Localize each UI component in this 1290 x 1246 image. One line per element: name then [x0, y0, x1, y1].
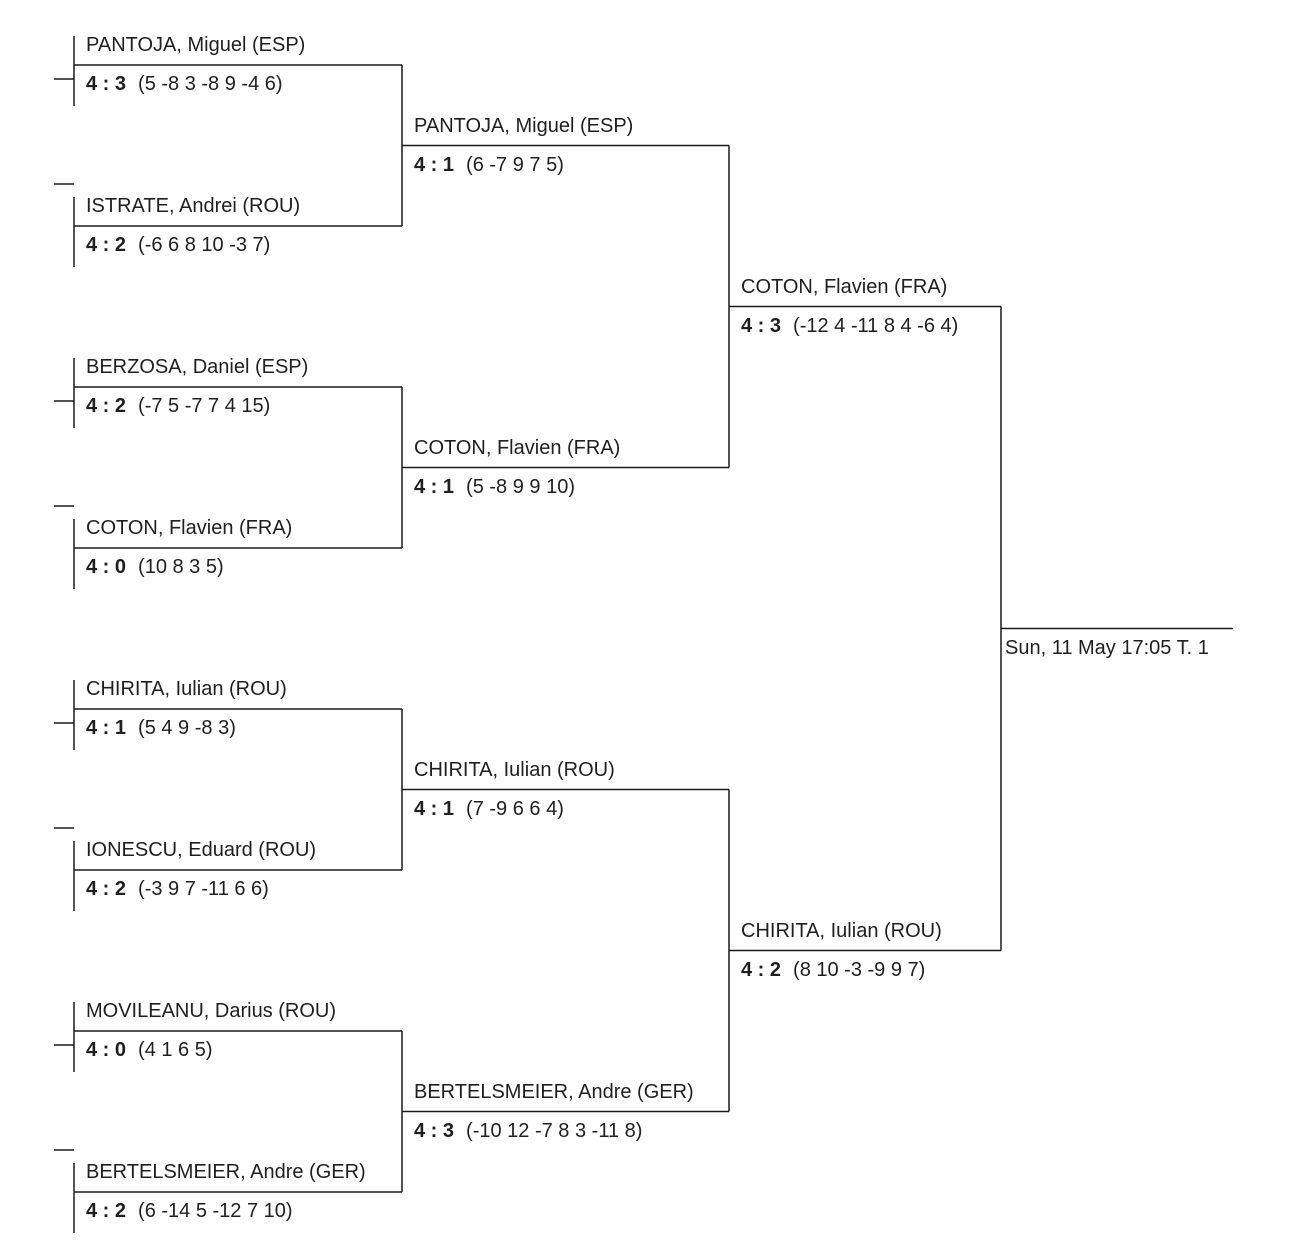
- match-score: 4 : 2: [86, 1200, 127, 1222]
- player-name: COTON, Flavien (FRA): [86, 517, 293, 539]
- set-scores: (6 -7 9 7 5): [466, 153, 564, 176]
- player-name: ISTRATE, Andrei (ROU): [86, 195, 301, 217]
- match-result: 4 : 3 (5 -8 3 -8 9 -4 6): [86, 72, 283, 96]
- set-scores: (10 8 3 5): [138, 556, 224, 578]
- match-result: 4 : 1 (7 -9 6 6 4): [414, 797, 564, 821]
- player-name: PANTOJA, Miguel (ESP): [414, 114, 634, 137]
- set-scores: (-12 4 -11 8 4 -6 4): [793, 314, 959, 337]
- match-result: 4 : 0 (10 8 3 5): [86, 555, 224, 579]
- set-scores: (8 10 -3 -9 9 7): [793, 958, 926, 981]
- match-result: 4 : 2 (-3 9 7 -11 6 6): [86, 877, 269, 901]
- match-score: 4 : 2: [741, 958, 782, 981]
- match-result: 4 : 1 (5 4 9 -8 3): [86, 716, 236, 740]
- player-name: BERZOSA, Daniel (ESP): [86, 356, 309, 378]
- set-scores: (5 -8 9 9 10): [466, 475, 575, 498]
- final-match-info: Sun, 11 May 17:05 T. 1: [1005, 637, 1209, 659]
- match-result: 4 : 3 (-12 4 -11 8 4 -6 4): [741, 314, 958, 338]
- match-score: 4 : 2: [86, 878, 127, 900]
- player-name: COTON, Flavien (FRA): [741, 275, 948, 298]
- match-result: 4 : 0 (4 1 6 5): [86, 1038, 213, 1062]
- match-score: 4 : 3: [86, 73, 127, 95]
- match-score: 4 : 1: [414, 153, 455, 176]
- set-scores: (-6 6 8 10 -3 7): [138, 234, 271, 256]
- player-name: IONESCU, Eduard (ROU): [86, 839, 317, 861]
- match-result: 4 : 1 (5 -8 9 9 10): [414, 475, 575, 499]
- match-score: 4 : 2: [86, 395, 127, 417]
- match-score: 4 : 1: [414, 475, 455, 498]
- set-scores: (6 -14 5 -12 7 10): [138, 1200, 293, 1222]
- set-scores: (5 4 9 -8 3): [138, 717, 236, 739]
- set-scores: (7 -9 6 6 4): [466, 797, 564, 820]
- set-scores: (-7 5 -7 7 4 15): [138, 395, 271, 417]
- match-score: 4 : 3: [741, 314, 782, 337]
- player-name: COTON, Flavien (FRA): [414, 436, 621, 459]
- player-name: CHIRITA, Iulian (ROU): [86, 678, 287, 700]
- set-scores: (-3 9 7 -11 6 6): [138, 878, 269, 900]
- player-name: MOVILEANU, Darius (ROU): [86, 1000, 337, 1022]
- player-name: CHIRITA, Iulian (ROU): [414, 758, 615, 781]
- match-score: 4 : 1: [86, 717, 127, 739]
- match-score: 4 : 1: [414, 797, 455, 820]
- set-scores: (5 -8 3 -8 9 -4 6): [138, 73, 283, 95]
- match-score: 4 : 0: [86, 1039, 127, 1061]
- match-result: 4 : 1 (6 -7 9 7 5): [414, 153, 564, 177]
- match-score: 4 : 0: [86, 556, 127, 578]
- match-score: 4 : 3: [414, 1119, 455, 1142]
- player-name: CHIRITA, Iulian (ROU): [741, 919, 942, 942]
- match-result: 4 : 2 (6 -14 5 -12 7 10): [86, 1199, 293, 1223]
- match-result: 4 : 2 (8 10 -3 -9 9 7): [741, 958, 925, 982]
- player-name: BERTELSMEIER, Andre (GER): [86, 1161, 366, 1183]
- set-scores: (-10 12 -7 8 3 -11 8): [466, 1119, 643, 1142]
- match-score: 4 : 2: [86, 234, 127, 256]
- match-result: 4 : 2 (-7 5 -7 7 4 15): [86, 394, 270, 418]
- set-scores: (4 1 6 5): [138, 1039, 213, 1061]
- player-name: PANTOJA, Miguel (ESP): [86, 34, 306, 56]
- player-name: BERTELSMEIER, Andre (GER): [414, 1080, 694, 1103]
- match-result: 4 : 3 (-10 12 -7 8 3 -11 8): [414, 1119, 642, 1143]
- match-result: 4 : 2 (-6 6 8 10 -3 7): [86, 233, 270, 257]
